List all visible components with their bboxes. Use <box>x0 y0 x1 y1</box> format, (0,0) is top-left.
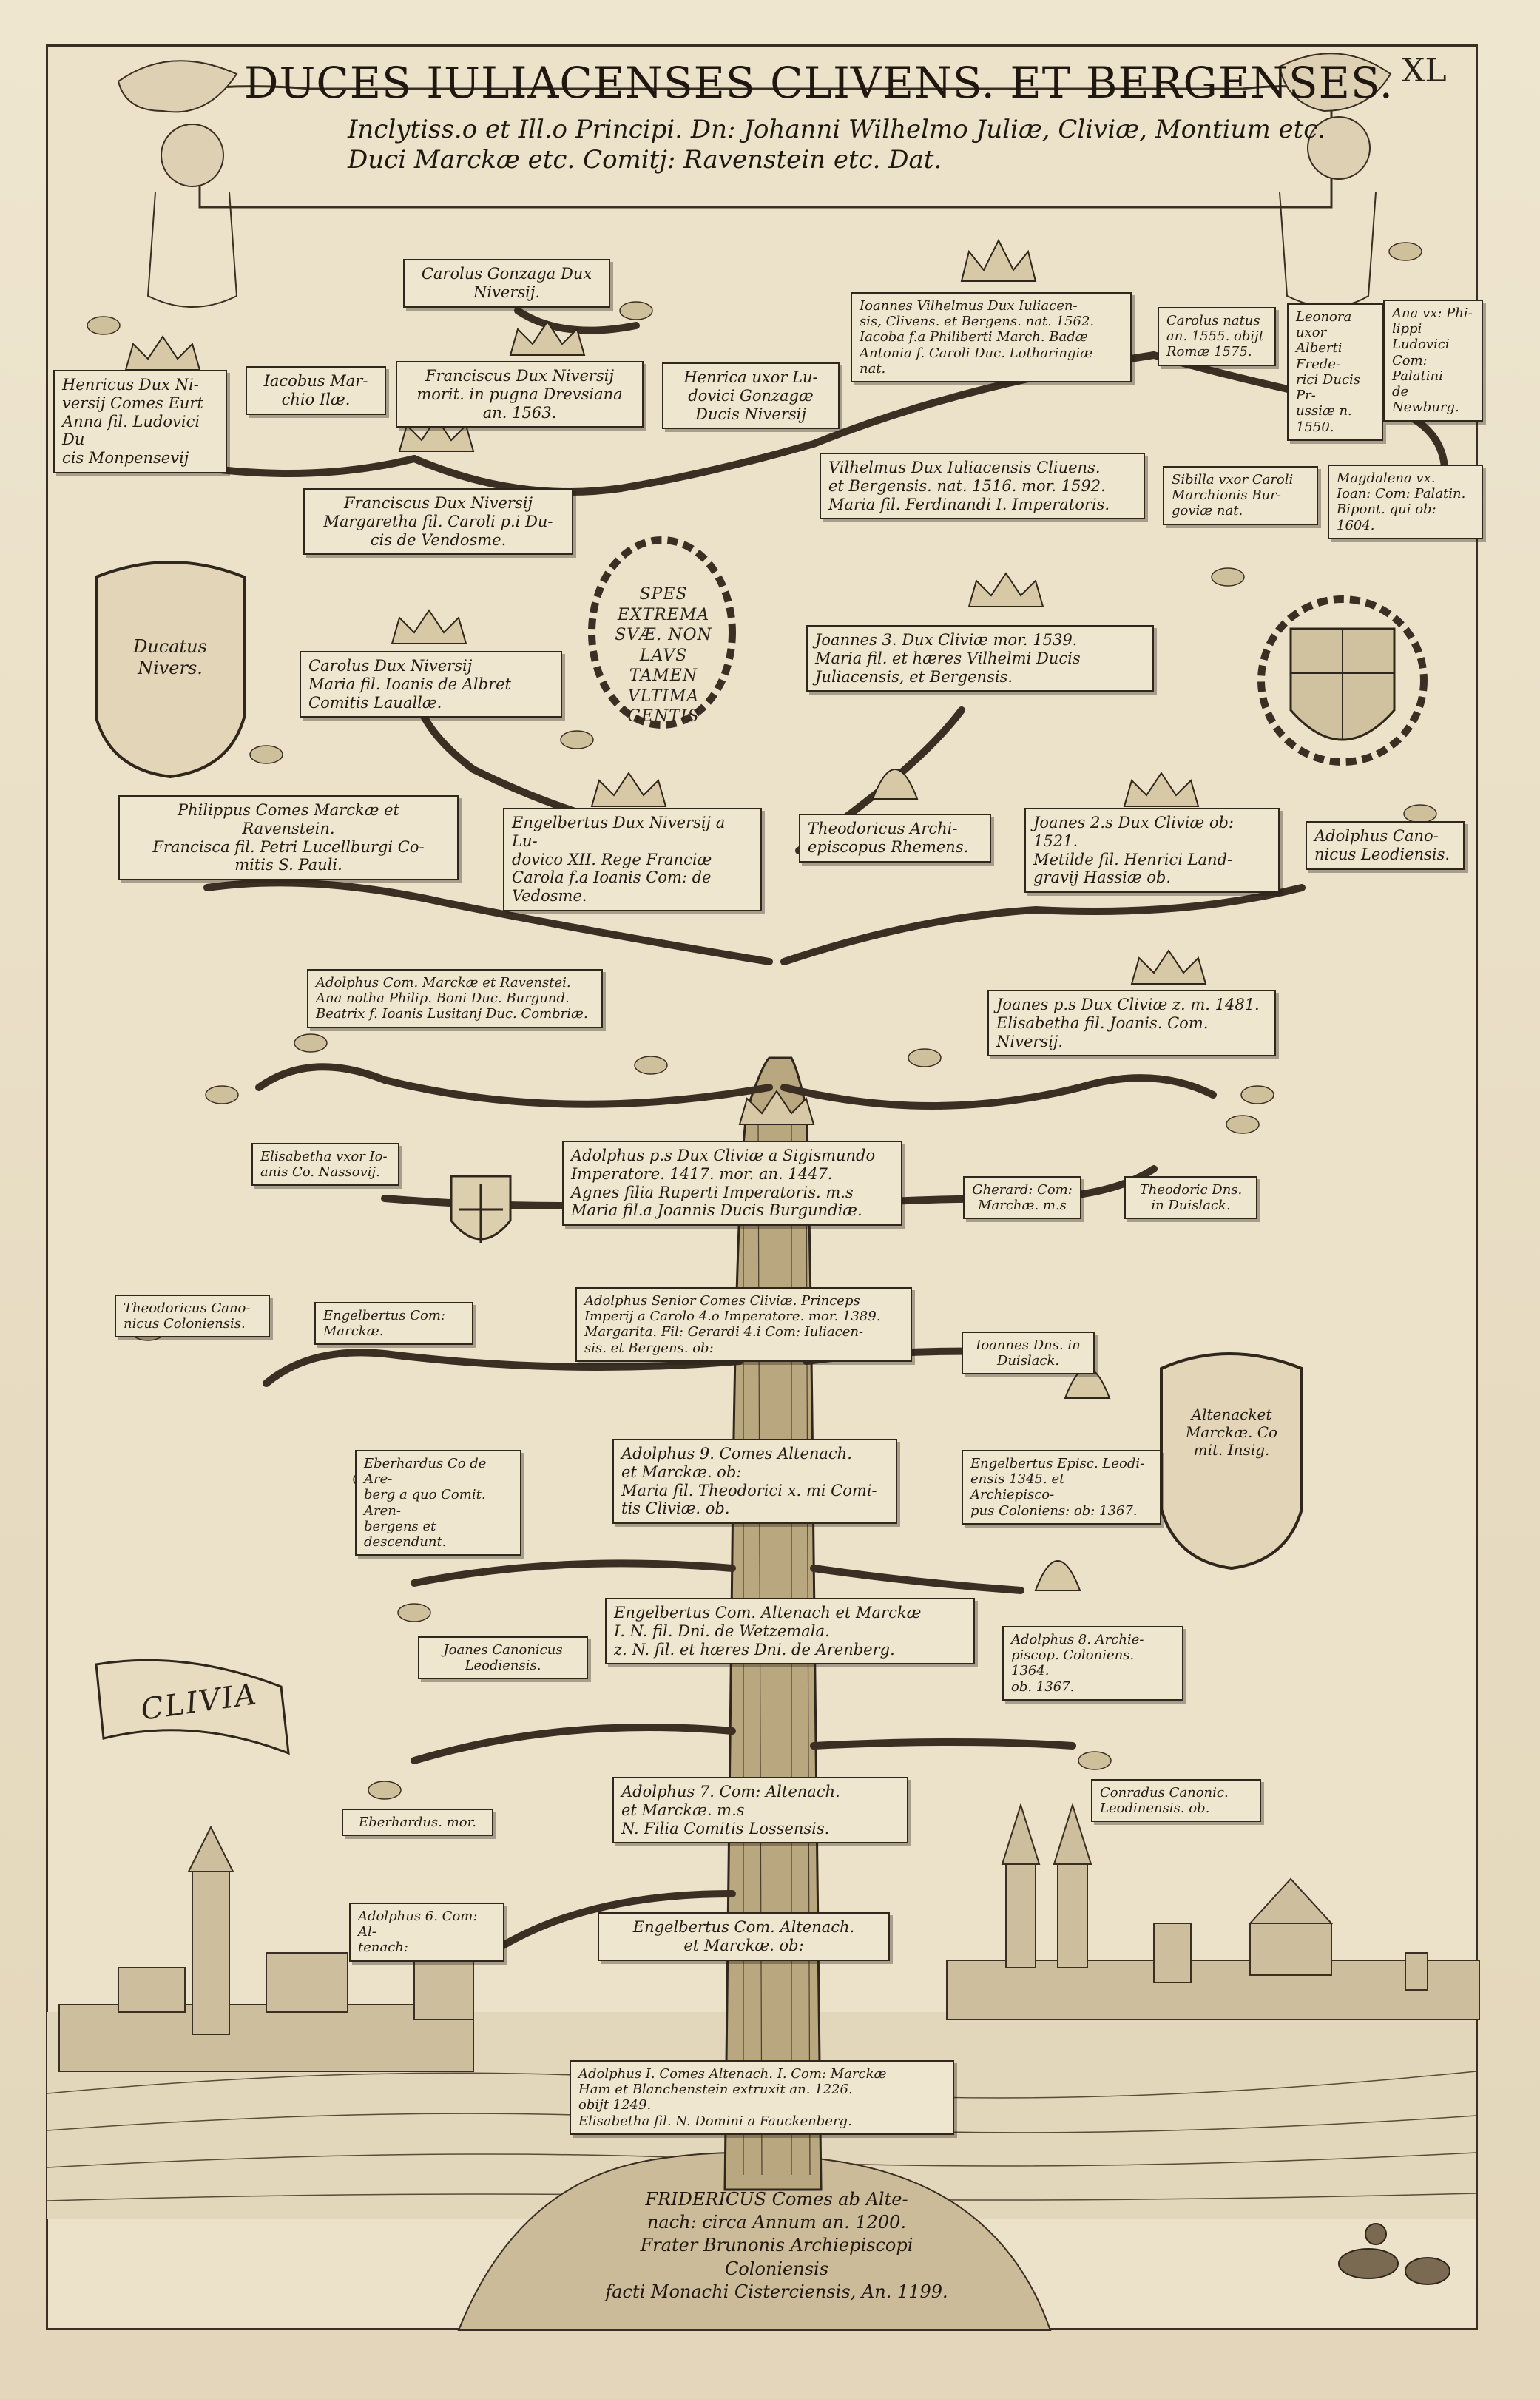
page-subtitle: Inclytiss.o et Ill.o Principi. Dn: Johan… <box>348 115 1326 175</box>
box-henricus-nivers: Henricus Dux Ni- versij Comes Eurt Anna … <box>53 370 227 473</box>
box-theodoric-duislack: Theodoric Dns. in Duislack. <box>1124 1176 1257 1220</box>
box-ioannes-vilhelmus: Ioannes Vilhelmus Dux Iuliacen- sis, Cli… <box>851 292 1132 383</box>
box-ioannes-duislack: Ioannes Dns. in Duislack. <box>962 1332 1095 1375</box>
founder-inscription: FRIDERICUS Comes ab Alte- nach: circa An… <box>605 2189 948 2302</box>
riders <box>1338 2223 1450 2285</box>
box-sibilla: Sibilla vxor Caroli Marchionis Bur- govi… <box>1163 466 1318 525</box>
left-putto-ornament <box>117 60 238 308</box>
box-adolphus-canon: Adolphus Cano- nicus Leodiensis. <box>1306 821 1465 870</box>
box-adolphus-1dux: Adolphus p.s Dux Cliviæ a Sigismundo Imp… <box>562 1141 902 1227</box>
box-gherard: Gherard: Com: Marchæ. m.s <box>963 1176 1081 1220</box>
box-iacobus: Iacobus Mar- chio Ilæ. <box>246 366 386 415</box>
town-left <box>58 1825 474 2072</box>
box-magdalena: Magdalena vx. Ioan: Com: Palatin. Bipont… <box>1328 465 1483 539</box>
box-henrica: Henrica uxor Lu- dovici Gonzagæ Ducis Ni… <box>662 362 840 430</box>
box-conradus: Conradus Canonic. Leodinensis. ob. <box>1091 1779 1261 1823</box>
box-theodoricus-canon: Theodoricus Cano- nicus Coloniensis. <box>115 1295 270 1338</box>
page-title: DUCES IULIACENSES CLIVENS. ET BERGENSES. <box>244 58 1394 108</box>
box-franciscus-1: Franciscus Dux Niversij morit. in pugna … <box>396 361 644 428</box>
box-adolphus-ravenstein: Adolphus Com. Marckæ et Ravenstei. Ana n… <box>307 969 603 1028</box>
box-franciscus-2: Franciscus Dux Niversij Margaretha fil. … <box>303 488 573 556</box>
wreath-motto: SPES EXTREMA SVÆ. NON LAVS TAMEN VLTIMA … <box>615 585 712 726</box>
box-engelbertus-altenach: Engelbertus Com. Altenach. et Marckæ. ob… <box>598 1912 890 1961</box>
clivia-banner <box>95 1659 290 1755</box>
box-joannes-3: Joannes 3. Dux Cliviæ mor. 1539. Maria f… <box>806 625 1154 692</box>
box-adolphus-9: Adolphus 9. Comes Altenach. et Marckæ. o… <box>612 1439 897 1525</box>
crowns <box>124 238 1207 1125</box>
box-carolus-natus: Carolus natus an. 1555. obijt Romæ 1575. <box>1158 307 1276 366</box>
town-right <box>946 1802 1480 2020</box>
shield-julich-cleves-arms <box>1257 595 1428 766</box>
box-adolphus-senior: Adolphus Senior Comes Cliviæ. Princeps I… <box>575 1287 912 1362</box>
box-theodoricus-archi: Theodoricus Archi- episcopus Rhemens. <box>799 814 991 863</box>
box-anna: Ana vx: Phi- lippi Ludovici Com: Palatin… <box>1383 300 1483 422</box>
box-adolphus-7: Adolphus 7. Com: Altenach. et Marckæ. m.… <box>612 1777 908 1844</box>
box-adolphus-1comes: Adolphus I. Comes Altenach. I. Com: Marc… <box>570 2060 954 2135</box>
box-engelbertus-episc: Engelbertus Episc. Leodi- ensis 1345. et… <box>962 1450 1161 1525</box>
box-adolphus-8: Adolphus 8. Archie- piscop. Coloniens. 1… <box>1002 1626 1183 1701</box>
box-leonora: Leonora uxor Alberti Frede- rici Ducis P… <box>1287 303 1383 441</box>
box-engelbertus-nivers: Engelbertus Dux Niversij a Lu- dovico XI… <box>503 808 762 911</box>
box-joanes-2: Joanes 2.s Dux Cliviæ ob: 1521. Metilde … <box>1024 808 1280 894</box>
box-elisabetha: Elisabetha vxor Io- anis Co. Nassovij. <box>251 1143 399 1187</box>
shield-nivers-cartouche <box>95 561 246 779</box>
plate-number: XL <box>1402 52 1447 90</box>
box-adolphus-6: Adolphus 6. Com: Al- tenach: <box>349 1903 504 1962</box>
box-engelbertus-altena: Engelbertus Com. Altenach et Marckæ I. N… <box>605 1598 975 1665</box>
right-putto-ornament <box>1278 53 1392 308</box>
box-carolus-nivers: Carolus Dux Niversij Maria fil. Ioanis d… <box>300 651 562 718</box>
shield-altena-cartouche <box>1160 1352 1303 1570</box>
nivers-cartouche-label: Ducatus Nivers. <box>133 636 207 678</box>
shield-cleves-arms <box>450 1175 512 1243</box>
box-vilhelmus: Vilhelmus Dux Iuliacensis Cliuens. et Be… <box>820 453 1145 520</box>
altena-cartouche-label: Altenacket Marckæ. Co mit. Insig. <box>1185 1406 1278 1459</box>
laurel-wreath <box>588 536 736 729</box>
box-eberhardus-mor: Eberhardus. mor. <box>342 1809 493 1837</box>
box-carolus-gonzaga: Carolus Gonzaga Dux Niversij. <box>403 259 610 308</box>
box-joanes-1: Joanes p.s Dux Cliviæ z. m. 1481. Elisab… <box>987 990 1276 1057</box>
box-philippus: Philippus Comes Marckæ et Ravenstein. Fr… <box>118 795 459 881</box>
box-joanes-canonicus: Joanes Canonicus Leodiensis. <box>418 1636 588 1680</box>
box-engelbertus-marckae: Engelbertus Com: Marckæ. <box>314 1302 473 1346</box>
box-eberhardus-arenberg: Eberhardus Co de Are- berg a quo Comit. … <box>355 1450 521 1556</box>
